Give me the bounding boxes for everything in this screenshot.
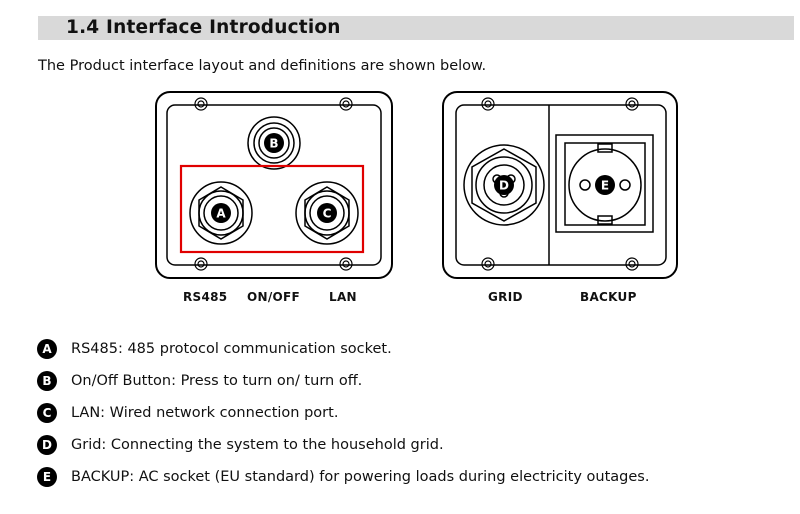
svg-text:C: C xyxy=(323,207,332,221)
legend-text: LAN: Wired network connection port. xyxy=(71,405,339,421)
section-header: 1.4 Interface Introduction xyxy=(38,16,794,40)
backup-socket-icon xyxy=(555,134,654,233)
badge-a-icon: A xyxy=(37,339,57,359)
label-rs485: RS485 xyxy=(183,290,228,304)
badge-b-icon: B xyxy=(37,371,57,391)
rs485-socket-icon xyxy=(189,181,253,245)
svg-text:E: E xyxy=(601,179,609,193)
left-panel xyxy=(155,91,393,279)
marker-b: B xyxy=(264,133,284,153)
marker-c: C xyxy=(317,203,337,223)
screw-icon xyxy=(194,97,353,271)
legend-text: Grid: Connecting the system to the house… xyxy=(71,437,444,453)
onoff-button-icon xyxy=(247,116,301,170)
legend-item-a: A RS485: 485 protocol communication sock… xyxy=(37,338,392,360)
intro-text: The Product interface layout and definit… xyxy=(38,58,487,74)
right-panel xyxy=(442,91,678,279)
label-grid: GRID xyxy=(488,290,523,304)
legend-item-b: B On/Off Button: Press to turn on/ turn … xyxy=(37,370,362,392)
label-onoff: ON/OFF xyxy=(247,290,301,304)
badge-e-icon: E xyxy=(37,467,57,487)
legend-item-c: C LAN: Wired network connection port. xyxy=(37,402,338,424)
marker-a: A xyxy=(211,203,231,223)
label-backup: BACKUP xyxy=(580,290,637,304)
badge-d-icon: D xyxy=(37,435,57,455)
label-lan: LAN xyxy=(329,290,357,304)
legend-item-d: D Grid: Connecting the system to the hou… xyxy=(37,434,444,456)
marker-e: E xyxy=(595,175,615,195)
highlight-box xyxy=(179,164,365,254)
badge-c-icon: C xyxy=(37,403,57,423)
legend-text: RS485: 485 protocol communication socket… xyxy=(71,341,392,357)
svg-text:A: A xyxy=(216,207,226,221)
marker-d: D xyxy=(494,175,514,195)
lan-port-icon xyxy=(295,181,359,245)
section-title: 1.4 Interface Introduction xyxy=(66,17,341,38)
legend-item-e: E BACKUP: AC socket (EU standard) for po… xyxy=(37,466,649,488)
svg-text:B: B xyxy=(269,137,278,151)
interface-diagram: B A C D E xyxy=(155,91,678,279)
svg-text:D: D xyxy=(499,179,509,193)
screw-icon xyxy=(481,97,639,271)
legend-text: On/Off Button: Press to turn on/ turn of… xyxy=(71,373,363,389)
legend-text: BACKUP: AC socket (EU standard) for powe… xyxy=(71,469,650,485)
